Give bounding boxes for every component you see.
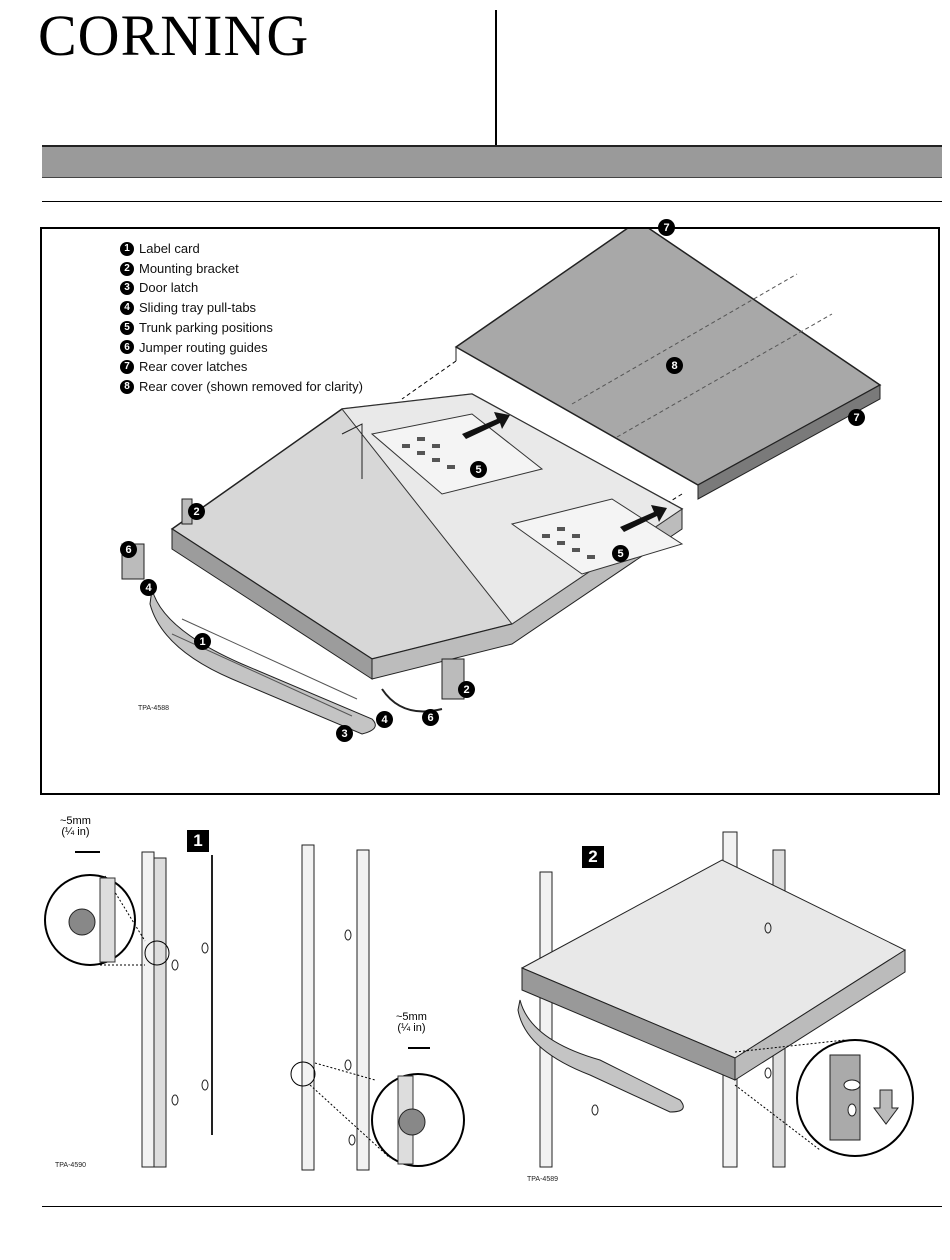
legend-item: 5 Trunk parking positions <box>120 318 363 338</box>
measurement-in: (¼ in) <box>60 827 91 838</box>
callout-8: 8 <box>666 357 683 374</box>
callout-7: 7 <box>848 409 865 426</box>
measurement-label: ~5mm (¼ in) <box>60 816 91 838</box>
callout-4: 4 <box>140 579 157 596</box>
header-rule <box>42 201 942 202</box>
exploded-view-figure: 1 Label card 2 Mounting bracket 3 Door latc… <box>40 227 940 795</box>
callout-5: 5 <box>612 545 629 562</box>
callout-number: 4 <box>120 301 134 315</box>
legend-item: 1 Label card <box>120 239 363 259</box>
header-divider <box>495 10 497 145</box>
legend-label: Rear cover (shown removed for clarity) <box>139 377 363 397</box>
callout-number: 7 <box>120 360 134 374</box>
legend-item: 2 Mounting bracket <box>120 259 363 279</box>
legend-item: 4 Sliding tray pull-tabs <box>120 298 363 318</box>
legend-item: 6 Jumper routing guides <box>120 338 363 358</box>
step-1-badge: 1 <box>187 830 209 852</box>
measurement-in: (¼ in) <box>396 1023 427 1034</box>
callout-6: 6 <box>422 709 439 726</box>
figure-id: TPA-4590 <box>55 1162 86 1169</box>
callout-number: 1 <box>120 242 134 256</box>
legend-item: 7 Rear cover latches <box>120 357 363 377</box>
callout-3: 3 <box>336 725 353 742</box>
legend-item: 8 Rear cover (shown removed for clarity) <box>120 377 363 397</box>
callout-number: 2 <box>120 262 134 276</box>
callout-7: 7 <box>658 219 675 236</box>
legend-label: Mounting bracket <box>139 259 239 279</box>
figure-id: TPA-4588 <box>138 705 169 712</box>
legend-item: 3 Door latch <box>120 278 363 298</box>
footer-rule <box>42 1206 942 1207</box>
legend-label: Sliding tray pull-tabs <box>139 298 256 318</box>
legend: 1 Label card 2 Mounting bracket 3 Door latc… <box>120 239 363 397</box>
callout-5: 5 <box>470 461 487 478</box>
callout-4: 4 <box>376 711 393 728</box>
callout-number: 3 <box>120 281 134 295</box>
callout-2: 2 <box>188 503 205 520</box>
header-bar <box>42 145 942 178</box>
step-2-badge: 2 <box>582 846 604 868</box>
legend-label: Label card <box>139 239 200 259</box>
figure-id: TPA-4589 <box>527 1176 558 1183</box>
legend-label: Trunk parking positions <box>139 318 273 338</box>
callout-number: 6 <box>120 340 134 354</box>
corning-logo: CORNING <box>38 2 309 69</box>
legend-label: Door latch <box>139 278 198 298</box>
callout-6: 6 <box>120 541 137 558</box>
legend-label: Rear cover latches <box>139 357 247 377</box>
callout-1: 1 <box>194 633 211 650</box>
legend-label: Jumper routing guides <box>139 338 268 358</box>
callout-number: 5 <box>120 321 134 335</box>
callout-2: 2 <box>458 681 475 698</box>
measurement-label: ~5mm (¼ in) <box>396 1012 427 1034</box>
callout-number: 8 <box>120 380 134 394</box>
